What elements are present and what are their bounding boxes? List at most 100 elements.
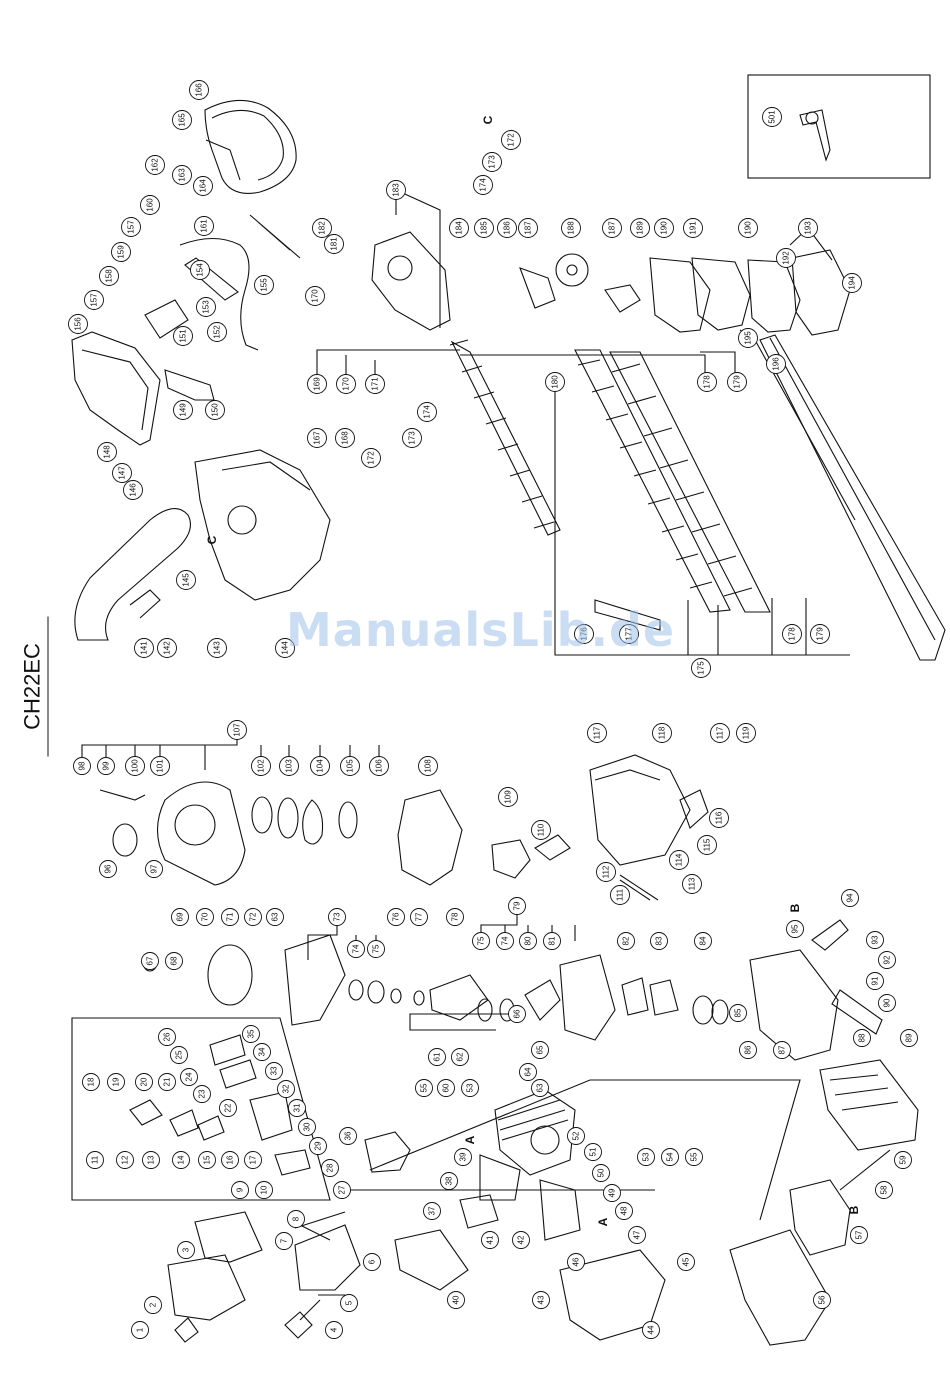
callout-bubble [369,756,389,776]
callout-number: 104 [316,759,325,773]
callout-number: 117 [593,726,602,739]
callout-number: 50 [597,1168,606,1177]
part-callout-83: 83 [650,932,668,950]
callout-number: 148 [103,445,112,459]
callout-number: 19 [112,1077,121,1086]
callout-bubble [310,756,330,776]
carburetor-frame [71,1017,331,1201]
callout-number: 47 [633,1230,642,1239]
callout-bubble [440,1172,458,1190]
callout-number: 1 [136,1327,145,1332]
callout-bubble [669,850,689,870]
callout-number: 119 [742,726,751,739]
part-callout-164: 164 [193,176,213,196]
part-callout-173: 173 [402,428,422,448]
callout-number: 40 [452,1295,461,1304]
callout-number: 77 [415,912,424,921]
callout-number: 25 [175,1050,184,1059]
callout-number: 18 [87,1077,96,1086]
callout-bubble [786,920,804,938]
callout-number: 87 [778,1045,787,1054]
part-callout-74: 74 [347,940,365,958]
callout-number: 103 [285,759,294,773]
part-callout-24: 24 [180,1068,198,1086]
part-callout-51: 51 [584,1143,602,1161]
part-callout-162: 162 [145,155,165,175]
callout-bubble [446,908,464,926]
heat-shield [729,1229,831,1346]
callout-number: 33 [270,1066,279,1075]
callout-number: 158 [105,269,114,283]
callout-bubble [652,723,672,743]
callout-bubble [512,1231,530,1249]
callout-number: 9 [236,1187,245,1192]
callout-number: 169 [313,377,322,391]
callout-bubble [254,275,274,295]
callout-number: 94 [846,893,855,902]
part-callout-501: 501 [762,107,782,127]
callout-bubble [135,1073,153,1091]
callout-bubble [773,1041,791,1059]
part-callout-52: 52 [567,1127,585,1145]
callout-bubble [628,1226,646,1244]
callout-bubble [386,180,406,200]
callout-number: 102 [257,759,266,773]
part-callout-74: 74 [496,932,514,950]
part-callout-40: 40 [447,1291,465,1309]
callout-number: 192 [782,251,791,265]
callout-bubble [99,266,119,286]
part-callout-117: 117 [710,723,730,743]
callout-bubble [518,218,538,238]
part-callout-189: 189 [630,218,650,238]
gearbox-drawing [371,231,451,331]
callout-bubble [727,372,747,392]
part-callout-75: 75 [472,932,490,950]
callout-number: 182 [318,221,327,235]
rear-housing-drawing [71,331,161,446]
callout-number: 118 [658,726,667,739]
fuel-cap [491,839,531,879]
callout-number: 11 [91,1155,100,1164]
part-callout-49: 49 [603,1184,621,1202]
part-callout-33: 33 [265,1062,283,1080]
callout-number: 150 [211,403,220,417]
callout-number: 141 [140,641,149,655]
part-callout-53: 53 [637,1148,655,1166]
callout-number: 116 [715,811,724,824]
part-callout-179: 179 [810,624,830,644]
callout-bubble [173,326,193,346]
callout-bubble [637,1148,655,1166]
part-callout-112: 112 [596,862,616,882]
part-callout-93: 93 [866,931,884,949]
callout-number: 90 [883,998,892,1007]
part-callout-104: 104 [310,756,330,776]
callout-bubble [739,1041,757,1059]
part-callout-91: 91 [866,972,884,990]
part-callout-173: 173 [482,152,502,172]
callout-bubble [473,175,493,195]
part-callout-103: 103 [279,756,299,776]
callout-number: 96 [104,864,113,873]
callout-number: 92 [883,955,892,964]
callout-bubble [207,638,227,658]
callout-number: 7 [280,1238,289,1243]
part-callout-37: 37 [423,1202,441,1220]
callout-number: 110 [537,823,546,836]
callout-bubble [710,723,730,743]
part-callout-58: 58 [875,1181,893,1199]
callout-number: 70 [201,912,210,921]
callout-bubble [574,624,594,644]
callout-bubble [125,756,145,776]
part-callout-105: 105 [340,756,360,776]
callout-bubble [363,1253,381,1271]
callout-number: 190 [744,221,753,235]
part-callout-96: 96 [99,860,117,878]
callout-bubble [227,720,247,740]
part-callout-106: 106 [369,756,389,776]
callout-number: 161 [200,219,209,233]
callout-number: 99 [102,761,111,770]
callout-number: 157 [127,220,136,234]
part-callout-166: 166 [189,80,209,100]
callout-bubble [347,940,365,958]
part-callout-186: 186 [497,218,517,238]
